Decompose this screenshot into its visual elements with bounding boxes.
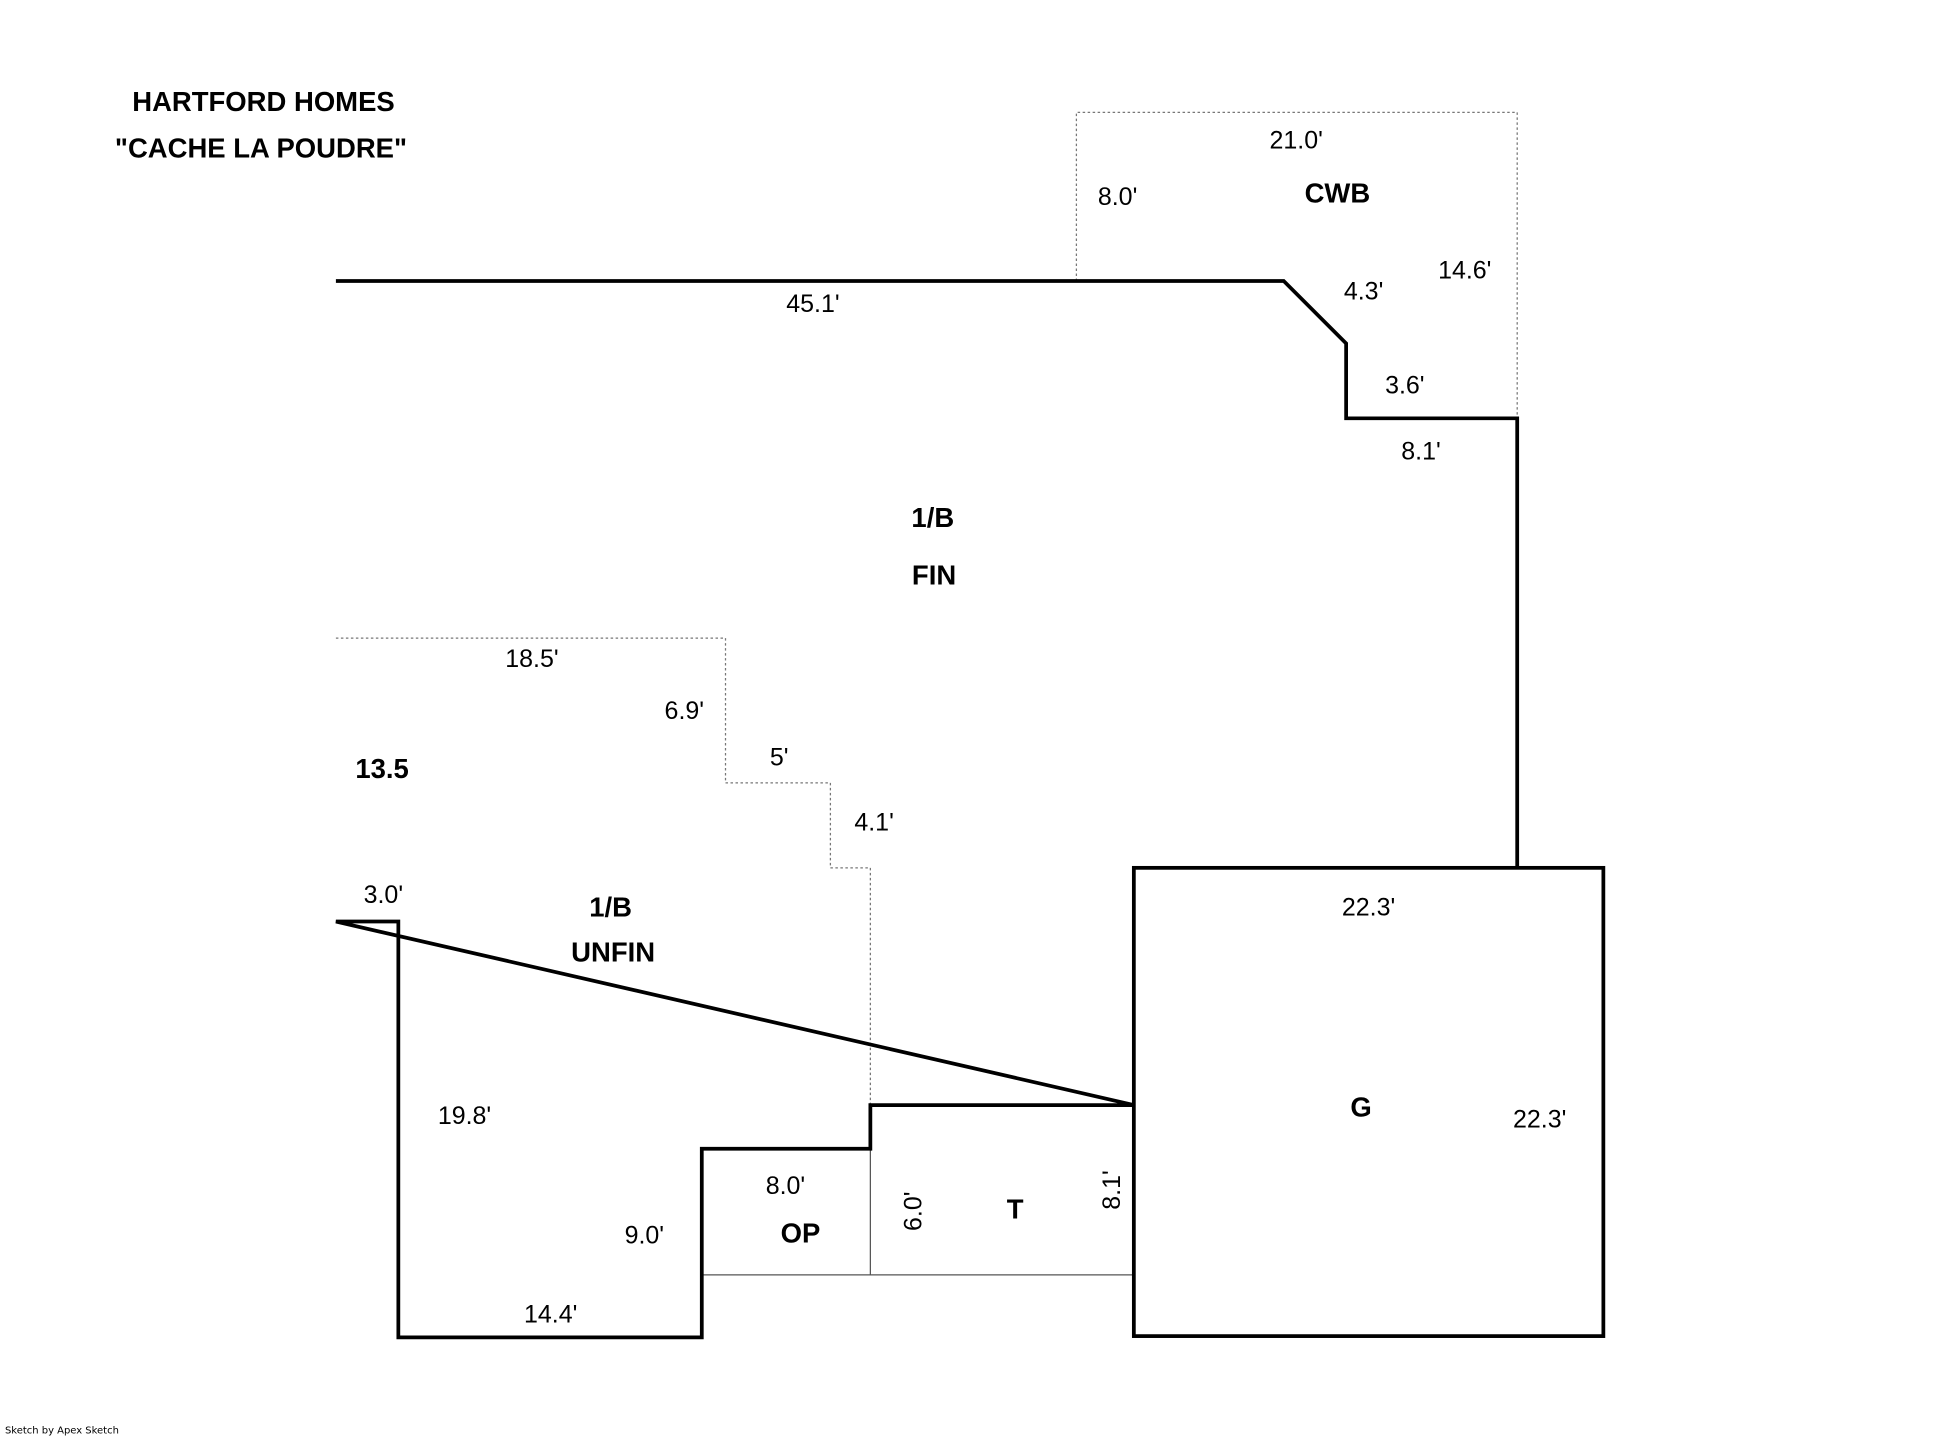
dim-t-left: 6.0': [900, 1191, 928, 1230]
dim-g-top: 22.3': [1342, 893, 1395, 921]
dim-cwb-diag: 4.3': [1344, 278, 1383, 306]
dim-cwb-right: 14.6': [1438, 256, 1491, 284]
area-label-unfin-side: 13.5: [355, 753, 408, 784]
dim-unfin-v1: 6.9': [665, 697, 704, 725]
area-label-fin-2: FIN: [912, 559, 956, 590]
area-label-unfin-1: 1/B: [589, 892, 632, 923]
dim-t-right: 8.1': [1098, 1170, 1126, 1209]
dim-left-wall: 19.8': [438, 1102, 491, 1130]
dim-left-step: 3.0': [364, 881, 403, 909]
header-line2: "CACHE LA POUDRE": [115, 132, 407, 163]
dim-unfin-h2: 5': [770, 743, 789, 771]
dim-unfin-top: 18.5': [505, 645, 558, 673]
garage-outline: [1131, 865, 1606, 1338]
dim-main-top: 45.1': [786, 290, 839, 318]
op-t-baseline: [701, 1148, 1134, 1276]
main-outline: [335, 279, 1520, 1340]
footer-credit: Sketch by Apex Sketch: [5, 1426, 119, 1436]
dim-cwb-left: 8.0': [1098, 183, 1137, 211]
dim-main-step: 8.1': [1401, 438, 1440, 466]
dim-op-top: 8.0': [766, 1172, 805, 1200]
area-label-g: G: [1350, 1091, 1371, 1122]
area-label-cwb: CWB: [1305, 177, 1371, 208]
unfin-boundary: [335, 637, 871, 1106]
area-label-unfin-2: UNFIN: [571, 936, 655, 967]
area-label-op: OP: [781, 1217, 821, 1248]
header-line1: HARTFORD HOMES: [132, 86, 394, 117]
dim-op-inner: 9.0': [625, 1222, 664, 1250]
area-label-fin-1: 1/B: [911, 502, 954, 533]
dim-cwb-top: 21.0': [1269, 127, 1322, 155]
dim-unfin-v2: 4.1': [854, 808, 893, 836]
dim-cwb-step: 3.6': [1385, 371, 1424, 399]
dim-bottom: 14.4': [524, 1300, 577, 1328]
dim-g-right: 22.3': [1513, 1106, 1566, 1134]
area-label-t: T: [1007, 1194, 1024, 1225]
